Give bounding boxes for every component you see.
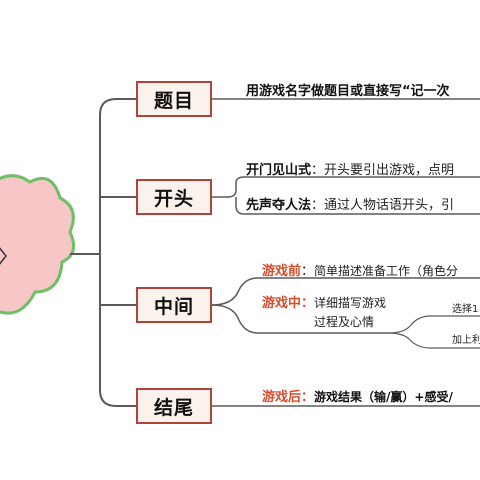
- middle-before-sep: ：: [301, 264, 315, 279]
- ending-after-key: 游戏后: [262, 390, 302, 405]
- opening-item-1-text: 开头要引出游戏，点明: [324, 163, 455, 178]
- middle-before-key: 游戏前: [262, 264, 302, 279]
- middle-during-key: 游戏中: [262, 296, 302, 311]
- opening-item-2-key: 先声夺人法: [246, 198, 312, 213]
- opening-item-1: 开门见山式：开头要引出游戏，点明: [246, 159, 454, 178]
- opening-item-1-sep: ：: [311, 163, 325, 178]
- opening-item-2: 先声夺人法：通过人物话语开头，引: [246, 194, 454, 213]
- ending-after-sep: ：: [301, 390, 315, 405]
- node-ending-label: 结尾: [153, 396, 194, 419]
- middle-during: 游戏中：详细描写游戏: [262, 292, 386, 311]
- middle-during-line1: 详细描写游戏: [314, 296, 387, 310]
- node-topic-label: 题目: [153, 89, 194, 112]
- opening-item-2-text: 通过人物话语开头，引: [324, 198, 455, 213]
- cloud-arrow-icon: [0, 247, 7, 265]
- node-middle: 中间: [136, 287, 212, 323]
- node-ending: 结尾: [136, 388, 212, 424]
- node-opening-label: 开头: [153, 187, 194, 210]
- middle-during-sep: ：: [301, 296, 315, 311]
- middle-during-line2: 过程及心情: [314, 315, 375, 329]
- node-opening: 开头: [136, 179, 212, 215]
- ending-after: 游戏后：游戏结果（输/赢）+感受/: [262, 386, 453, 405]
- central-cloud: [0, 174, 76, 315]
- middle-before-text: 简单描述准备工作（角色分: [314, 264, 459, 278]
- opening-item-1-key: 开门见山式: [246, 163, 312, 178]
- topic-text: 用游戏名字做题目或直接写“记一次: [246, 84, 450, 99]
- middle-sub-item-2: 加上利: [452, 335, 480, 346]
- ending-after-text: 游戏结果（输/赢）+感受/: [314, 390, 453, 404]
- node-topic: 题目: [136, 81, 212, 117]
- middle-before: 游戏前：简单描述准备工作（角色分: [262, 260, 458, 279]
- node-middle-label: 中间: [153, 295, 194, 318]
- opening-item-2-sep: ：: [311, 198, 325, 213]
- middle-sub-item-1: 选择1: [452, 304, 479, 315]
